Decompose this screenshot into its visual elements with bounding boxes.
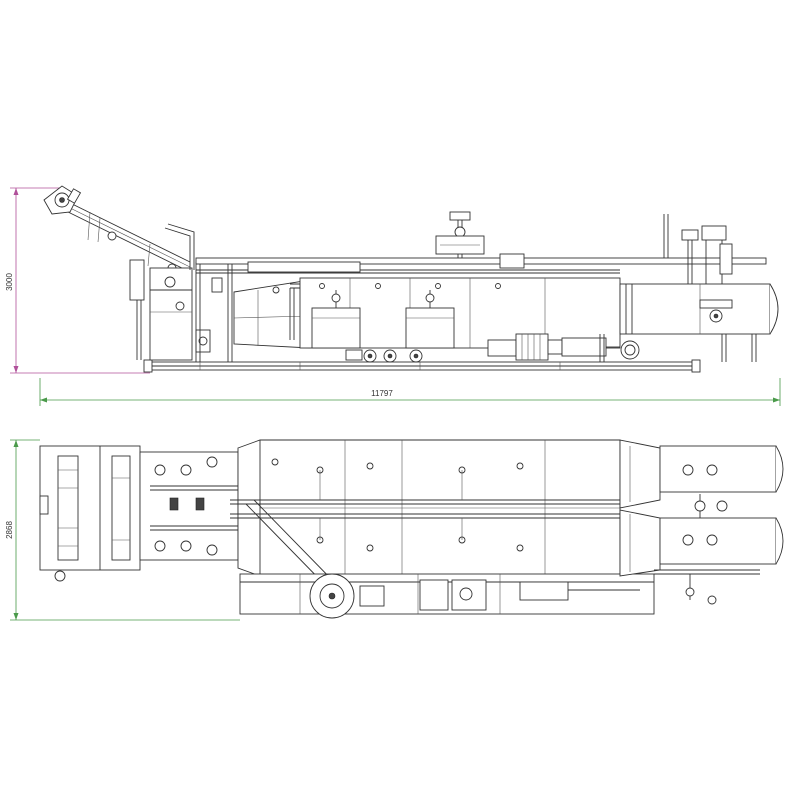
round-pump-plan [309,573,355,619]
skid-base-frame [143,359,701,373]
cylinder-vessel-lower [619,509,784,577]
conveyor-plan [39,445,141,582]
length-dimension: 11797 [39,378,781,406]
height-dimension: 3000 [5,187,150,374]
height-dimension-label: 3000 [5,273,14,291]
side-flange [599,334,640,362]
width-dimension-label: 2868 [5,521,14,539]
tapered-chamber [233,279,311,349]
width-dimension: 2868 [5,439,240,621]
conveyor-drive-motor [43,185,82,215]
pump-pair-center [345,349,423,363]
plan-view: 2868 [5,439,784,621]
inlet-manifold [139,451,239,561]
vessel-outlet-valves [654,494,760,605]
top-control-valve [435,211,525,269]
filter-box-right [405,290,455,349]
separator-vessel [619,283,779,362]
vertical-riser [663,214,733,284]
inclined-conveyor [59,197,191,273]
filter-box-left [311,290,361,349]
inlet-section [129,223,223,361]
main-pump-motor [487,333,620,361]
side-elevation-view: 3000 11797 [5,185,781,406]
cylinder-vessel-upper [619,439,784,509]
length-dimension-label: 11797 [371,389,393,398]
main-tank-plan [230,439,621,577]
lower-equipment-skid [239,573,655,615]
